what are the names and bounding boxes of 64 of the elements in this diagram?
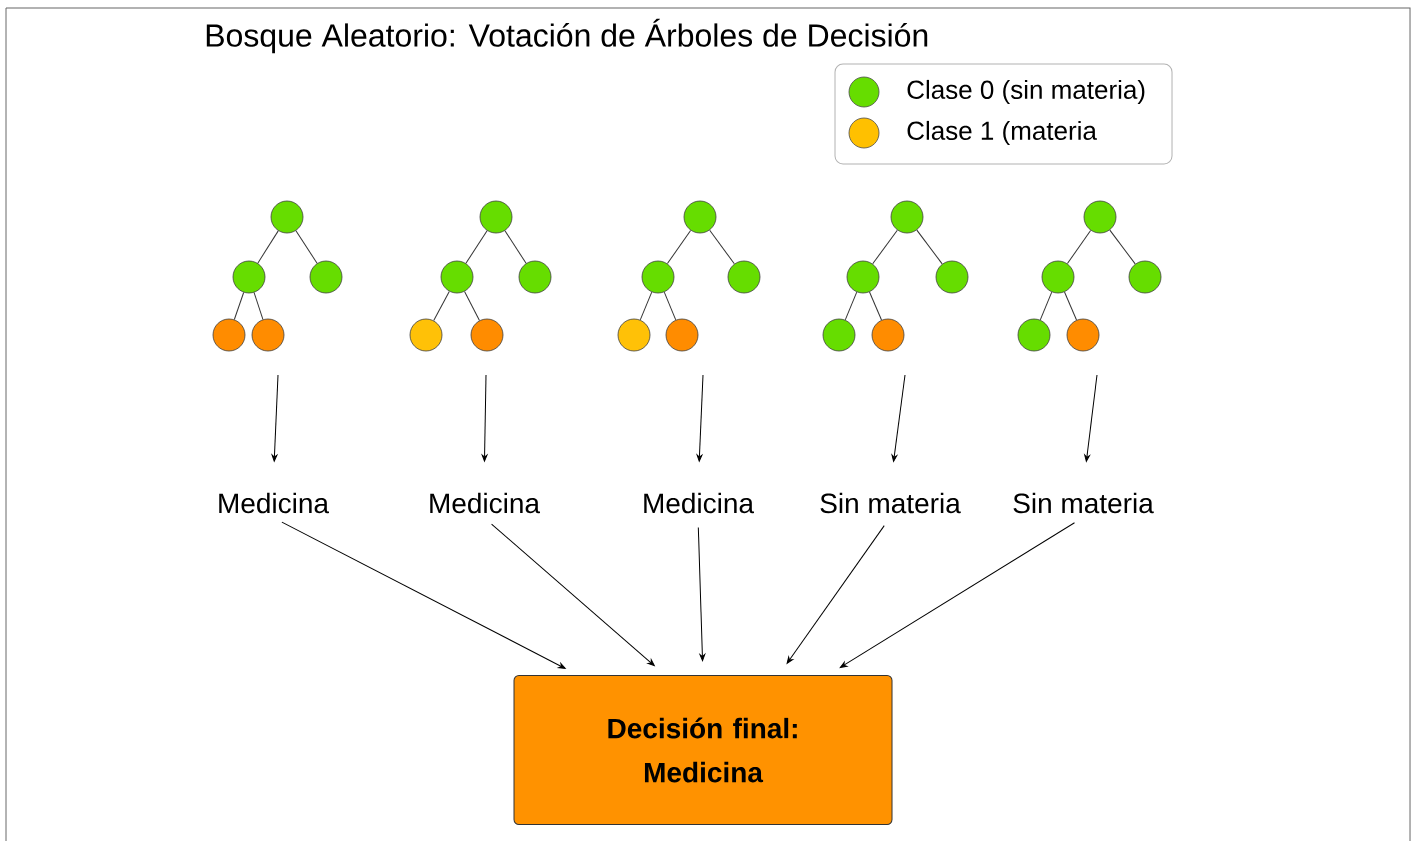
arrow [491, 523, 655, 667]
tree-node-circle [1128, 260, 1162, 294]
tree-branch [872, 229, 898, 265]
arrow [786, 525, 885, 664]
tree-node-circle [871, 318, 905, 352]
tree-branch [433, 290, 450, 322]
legend-text: Clase 0 (sin materia) [907, 79, 1145, 105]
tree-branch [1066, 229, 1092, 265]
arrow [891, 374, 906, 462]
tree-branch [869, 291, 882, 321]
tree-node-circle [1017, 318, 1051, 352]
title: Bosque Aleatorio: Votación de Árboles de Decisión [206, 18, 928, 54]
arrow [271, 374, 279, 462]
arrow [281, 521, 566, 669]
tree-node-circle [727, 260, 761, 294]
tree-node-circle [270, 200, 304, 234]
tree-branch [465, 230, 488, 264]
legend-text: Clase 1 (materia [907, 120, 1097, 146]
decision-box: Decisión final: Medicina [513, 675, 893, 825]
arrow [1084, 374, 1098, 462]
tree-node-circle [890, 200, 924, 234]
vote-label: Medicina [644, 492, 754, 514]
tree-node-circle [822, 318, 856, 352]
tree-node-circle [846, 260, 880, 294]
tree-branch [295, 230, 318, 264]
tree-node-circle [479, 200, 513, 234]
tree-node-circle [1041, 260, 1075, 294]
tree-node-circle [232, 260, 266, 294]
tree-node-circle [518, 260, 552, 294]
arrow [839, 522, 1075, 668]
vote-label: Medicina [430, 492, 540, 514]
tree-node-circle [440, 260, 474, 294]
tree-branch [233, 292, 245, 320]
arrow [481, 374, 488, 462]
tree-node-circle [665, 318, 699, 352]
tree-node-circle [212, 318, 246, 352]
tree-branch [709, 229, 735, 265]
vote-label: Medicina [219, 492, 329, 514]
tree-node-circle [409, 318, 443, 352]
tree-node-circle [470, 318, 504, 352]
vote-label: Sin materia [1013, 492, 1154, 514]
tree-node-circle [1083, 200, 1117, 234]
tree-node-circle [617, 318, 651, 352]
tree-branch [504, 230, 527, 264]
tree-branch [257, 230, 279, 264]
tree-branch [464, 291, 480, 321]
arrow [697, 527, 706, 662]
vote-label: Sin materia [820, 492, 961, 514]
tree-branch [1039, 291, 1053, 321]
tree-node-circle [683, 200, 717, 234]
tree-node-circle [935, 260, 969, 294]
tree-branch [916, 229, 943, 265]
tree-node-circle [251, 318, 285, 352]
tree-branch [253, 292, 264, 320]
tree-branch [666, 229, 692, 265]
tree-branch [1064, 291, 1077, 321]
tree-node-circle [641, 260, 675, 294]
arrow [696, 374, 704, 462]
tree-branch [639, 291, 653, 321]
tree-branch [663, 291, 677, 321]
tree-node-circle [1066, 318, 1100, 352]
tree-branch [1109, 229, 1136, 265]
tree-node-circle [309, 260, 343, 294]
tree-branch [844, 291, 858, 321]
